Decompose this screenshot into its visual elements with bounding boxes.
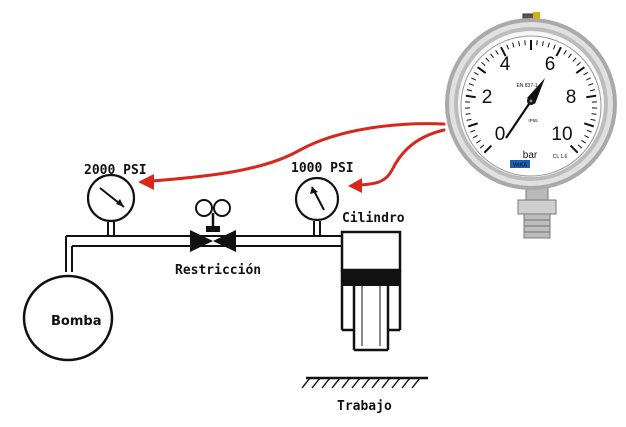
restriction-label: Restricción (175, 264, 261, 277)
restriction-valve (190, 200, 236, 252)
gauge-right (296, 178, 338, 236)
dial-unit: bar (523, 150, 538, 161)
pump-label: Bomba (51, 315, 101, 328)
gauge-right-label: 1000 PSI (291, 162, 354, 175)
dial-num-10: 10 (551, 124, 572, 145)
arrow-to-right-gauge (360, 130, 444, 185)
dial-num-8: 8 (566, 87, 577, 108)
arrow-head-right (348, 178, 362, 193)
dial-num-0: 0 (495, 124, 506, 145)
photo-gauge: 0 2 4 6 8 10 EN 837-1 IP65 bar CL 1.6 WI… (445, 12, 617, 238)
cylinder-label: Cilindro (342, 212, 405, 225)
gauge-left-label: 2000 PSI (84, 164, 147, 177)
brand-text: WIKA (513, 163, 527, 169)
dial-tick (466, 114, 471, 115)
cylinder (342, 232, 400, 350)
dial-class: CL 1.6 (553, 154, 568, 160)
dial-ip-mark: IP65 (528, 118, 538, 123)
dial-standard-mark: EN 837-1 (516, 83, 537, 89)
work-label: Trabajo (337, 400, 392, 413)
dial-num-2: 2 (482, 87, 493, 108)
work-surface (302, 378, 428, 388)
dial-tick (592, 114, 597, 115)
gauge-left (88, 175, 134, 236)
dial-num-4: 4 (500, 54, 511, 75)
dial-num-6: 6 (545, 54, 556, 75)
